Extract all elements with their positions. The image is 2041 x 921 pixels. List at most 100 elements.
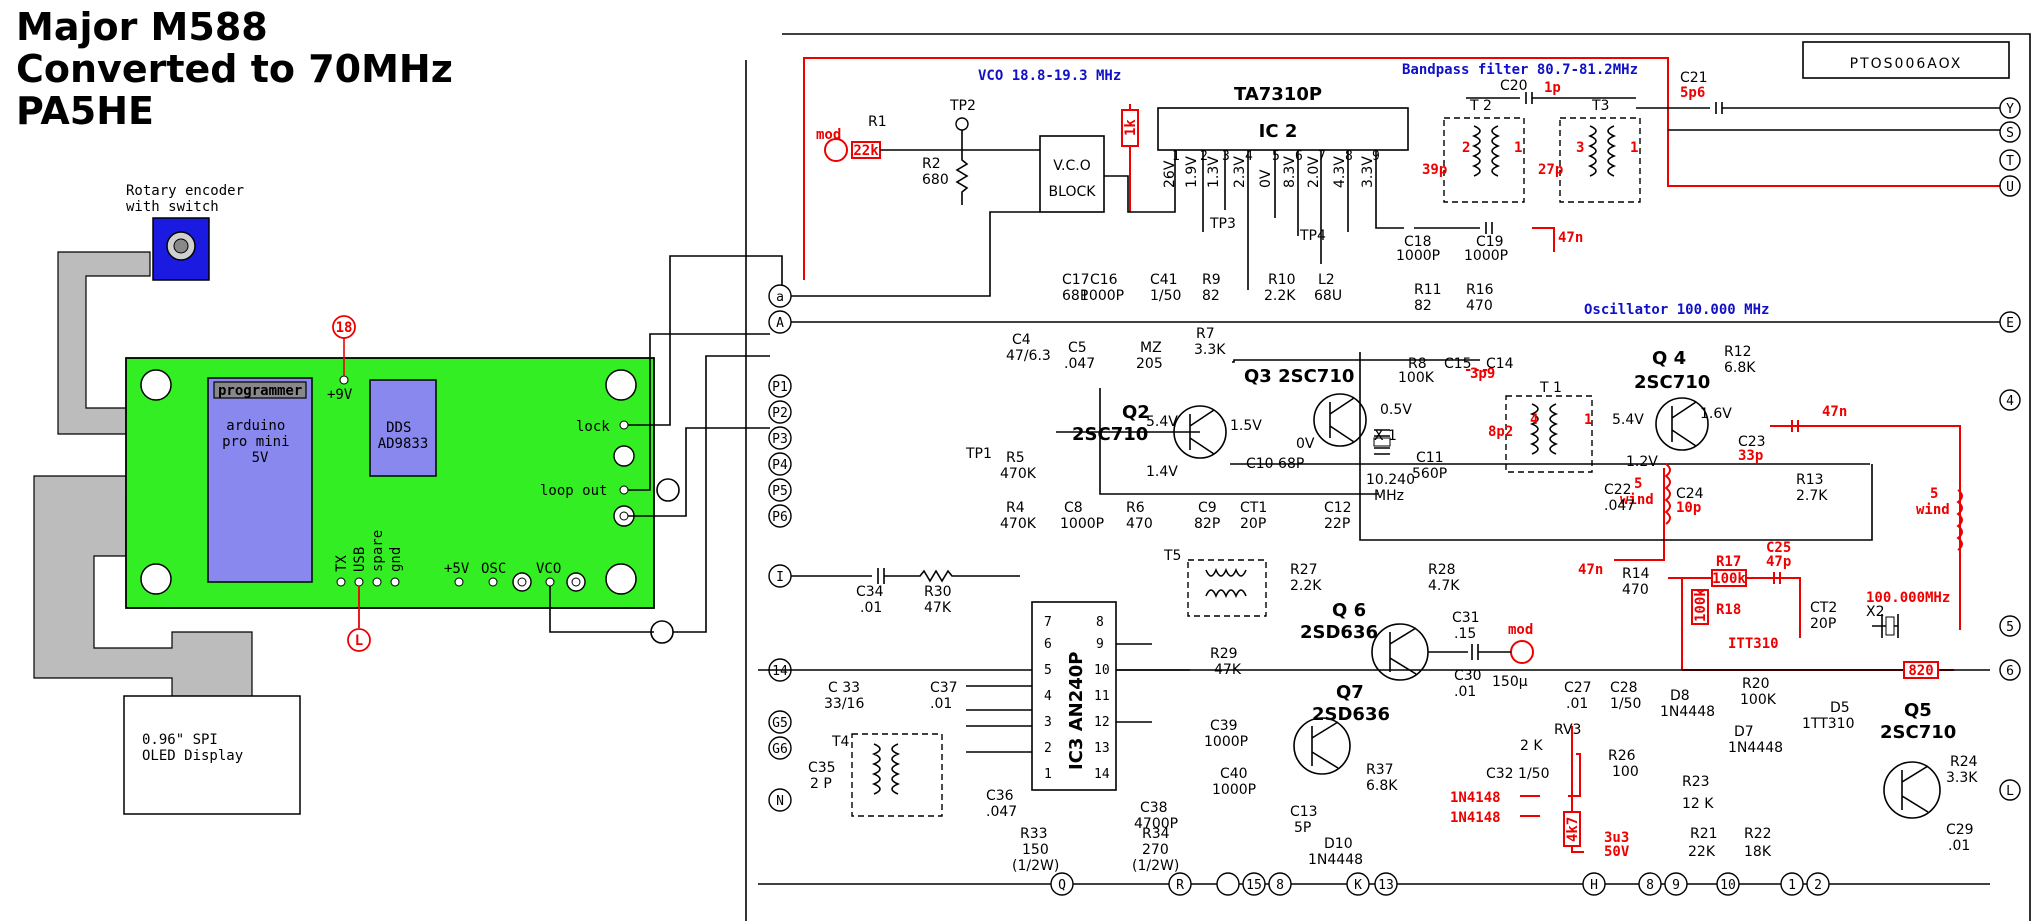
svg-text:8: 8 [1276,878,1284,893]
svg-text:1.4V: 1.4V [1146,464,1178,480]
mount-hole-bl [140,563,172,595]
r18-mod-value: 100k [1693,588,1709,622]
svg-text:Y: Y [2006,102,2014,117]
r18-mod-name: R18 [1716,602,1741,618]
svg-text:5: 5 [2006,620,2014,635]
svg-text:C27.01: C27.01 [1564,680,1592,712]
svg-text:5.4V: 5.4V [1146,414,1178,430]
r1-mod-label: 22k [853,143,879,159]
ic3-label: IC3 AN240P [1066,652,1087,770]
t2-can [1443,117,1525,203]
svg-text:C5.047: C5.047 [1064,340,1095,372]
c21-label: C21 [1680,70,1708,86]
r17-mod-name: R17 [1716,554,1741,570]
vco-label: VCO [536,561,561,577]
svg-text:2: 2 [1200,149,1208,164]
svg-text:6: 6 [2006,664,2014,679]
svg-text:5: 5 [1044,663,1052,678]
dds-module [369,379,437,477]
t4-label: T4 [831,734,850,750]
c-t3-value: 27p [1538,162,1563,178]
ic2-label: IC 2 [1259,121,1298,142]
svg-text:10: 10 [1094,663,1110,678]
svg-text:1.5V: 1.5V [1230,418,1262,434]
t4-can [851,733,943,817]
svg-text:U: U [2006,180,2014,195]
dds-label-1: DDS [386,420,411,436]
vco-mod-resistor-label: 1k [1123,119,1139,136]
svg-text:P4: P4 [772,458,788,473]
svg-text:C15: C15 [1444,356,1472,372]
x1-crystal [1373,429,1391,455]
svg-text:9: 9 [1096,637,1104,652]
svg-text:4.3V: 4.3V [1332,156,1348,188]
svg-text:S: S [2006,126,2014,141]
svg-text:6: 6 [1295,149,1303,164]
svg-text:6: 6 [1044,637,1052,652]
t3-tap-1: 1 [1630,140,1638,156]
r17-mod-value: 100k [1712,571,1746,587]
svg-text:8.3V: 8.3V [1282,156,1298,188]
x2-freq: 100.000MHz [1866,590,1950,606]
svg-text:1: 1 [1044,767,1052,782]
svg-text:2.3V: 2.3V [1232,156,1248,188]
trim-pad-1 [613,445,635,467]
svg-text:C34.01: C34.01 [856,584,884,616]
svg-text:K: K [1354,878,1362,893]
lock-label: lock [576,419,610,435]
ic2-voltages: 26V 1.9V 1.3V 2.3V 0V 8.3V 2.0V 4.3V 3.3… [1162,156,1376,188]
plus9v-pad [339,375,349,385]
svg-text:14: 14 [772,664,788,679]
lock-pad [619,420,629,430]
rotary-encoder-label: Rotary encoder with switch [126,183,252,215]
plus5v-label: +5V [444,561,470,577]
marker-18 [332,315,356,339]
svg-text:13: 13 [1094,741,1110,756]
arduino-label-3: 5V [252,450,269,466]
vco-block [1039,135,1105,213]
q6-transistor [1371,623,1429,681]
c-t2-value: 39p [1422,162,1447,178]
q3-label: Q3 2SC710 [1244,366,1354,387]
q4-transistor [1655,397,1709,451]
c20-value: 1p [1544,80,1561,96]
c-47n-low: 47n [1578,562,1603,578]
c23-mod: 33p [1738,448,1763,464]
x2-label: X2 [1866,604,1885,620]
svg-text:R73.3K: R73.3K [1194,326,1226,358]
left-terminals: a A P1 P2 P3 P4 P5 P6 I 14 G5 G6 N [768,284,792,812]
svg-text:2.0V: 2.0V [1306,156,1322,188]
svg-text:C10 68P: C10 68P [1246,456,1304,472]
svg-text:P1: P1 [772,380,788,395]
ic2-chip [1157,107,1409,151]
svg-text:C32 1/50: C32 1/50 [1486,766,1549,782]
r820-mod-label: 820 [1908,663,1933,679]
pin-tx-label: TX [334,555,350,572]
